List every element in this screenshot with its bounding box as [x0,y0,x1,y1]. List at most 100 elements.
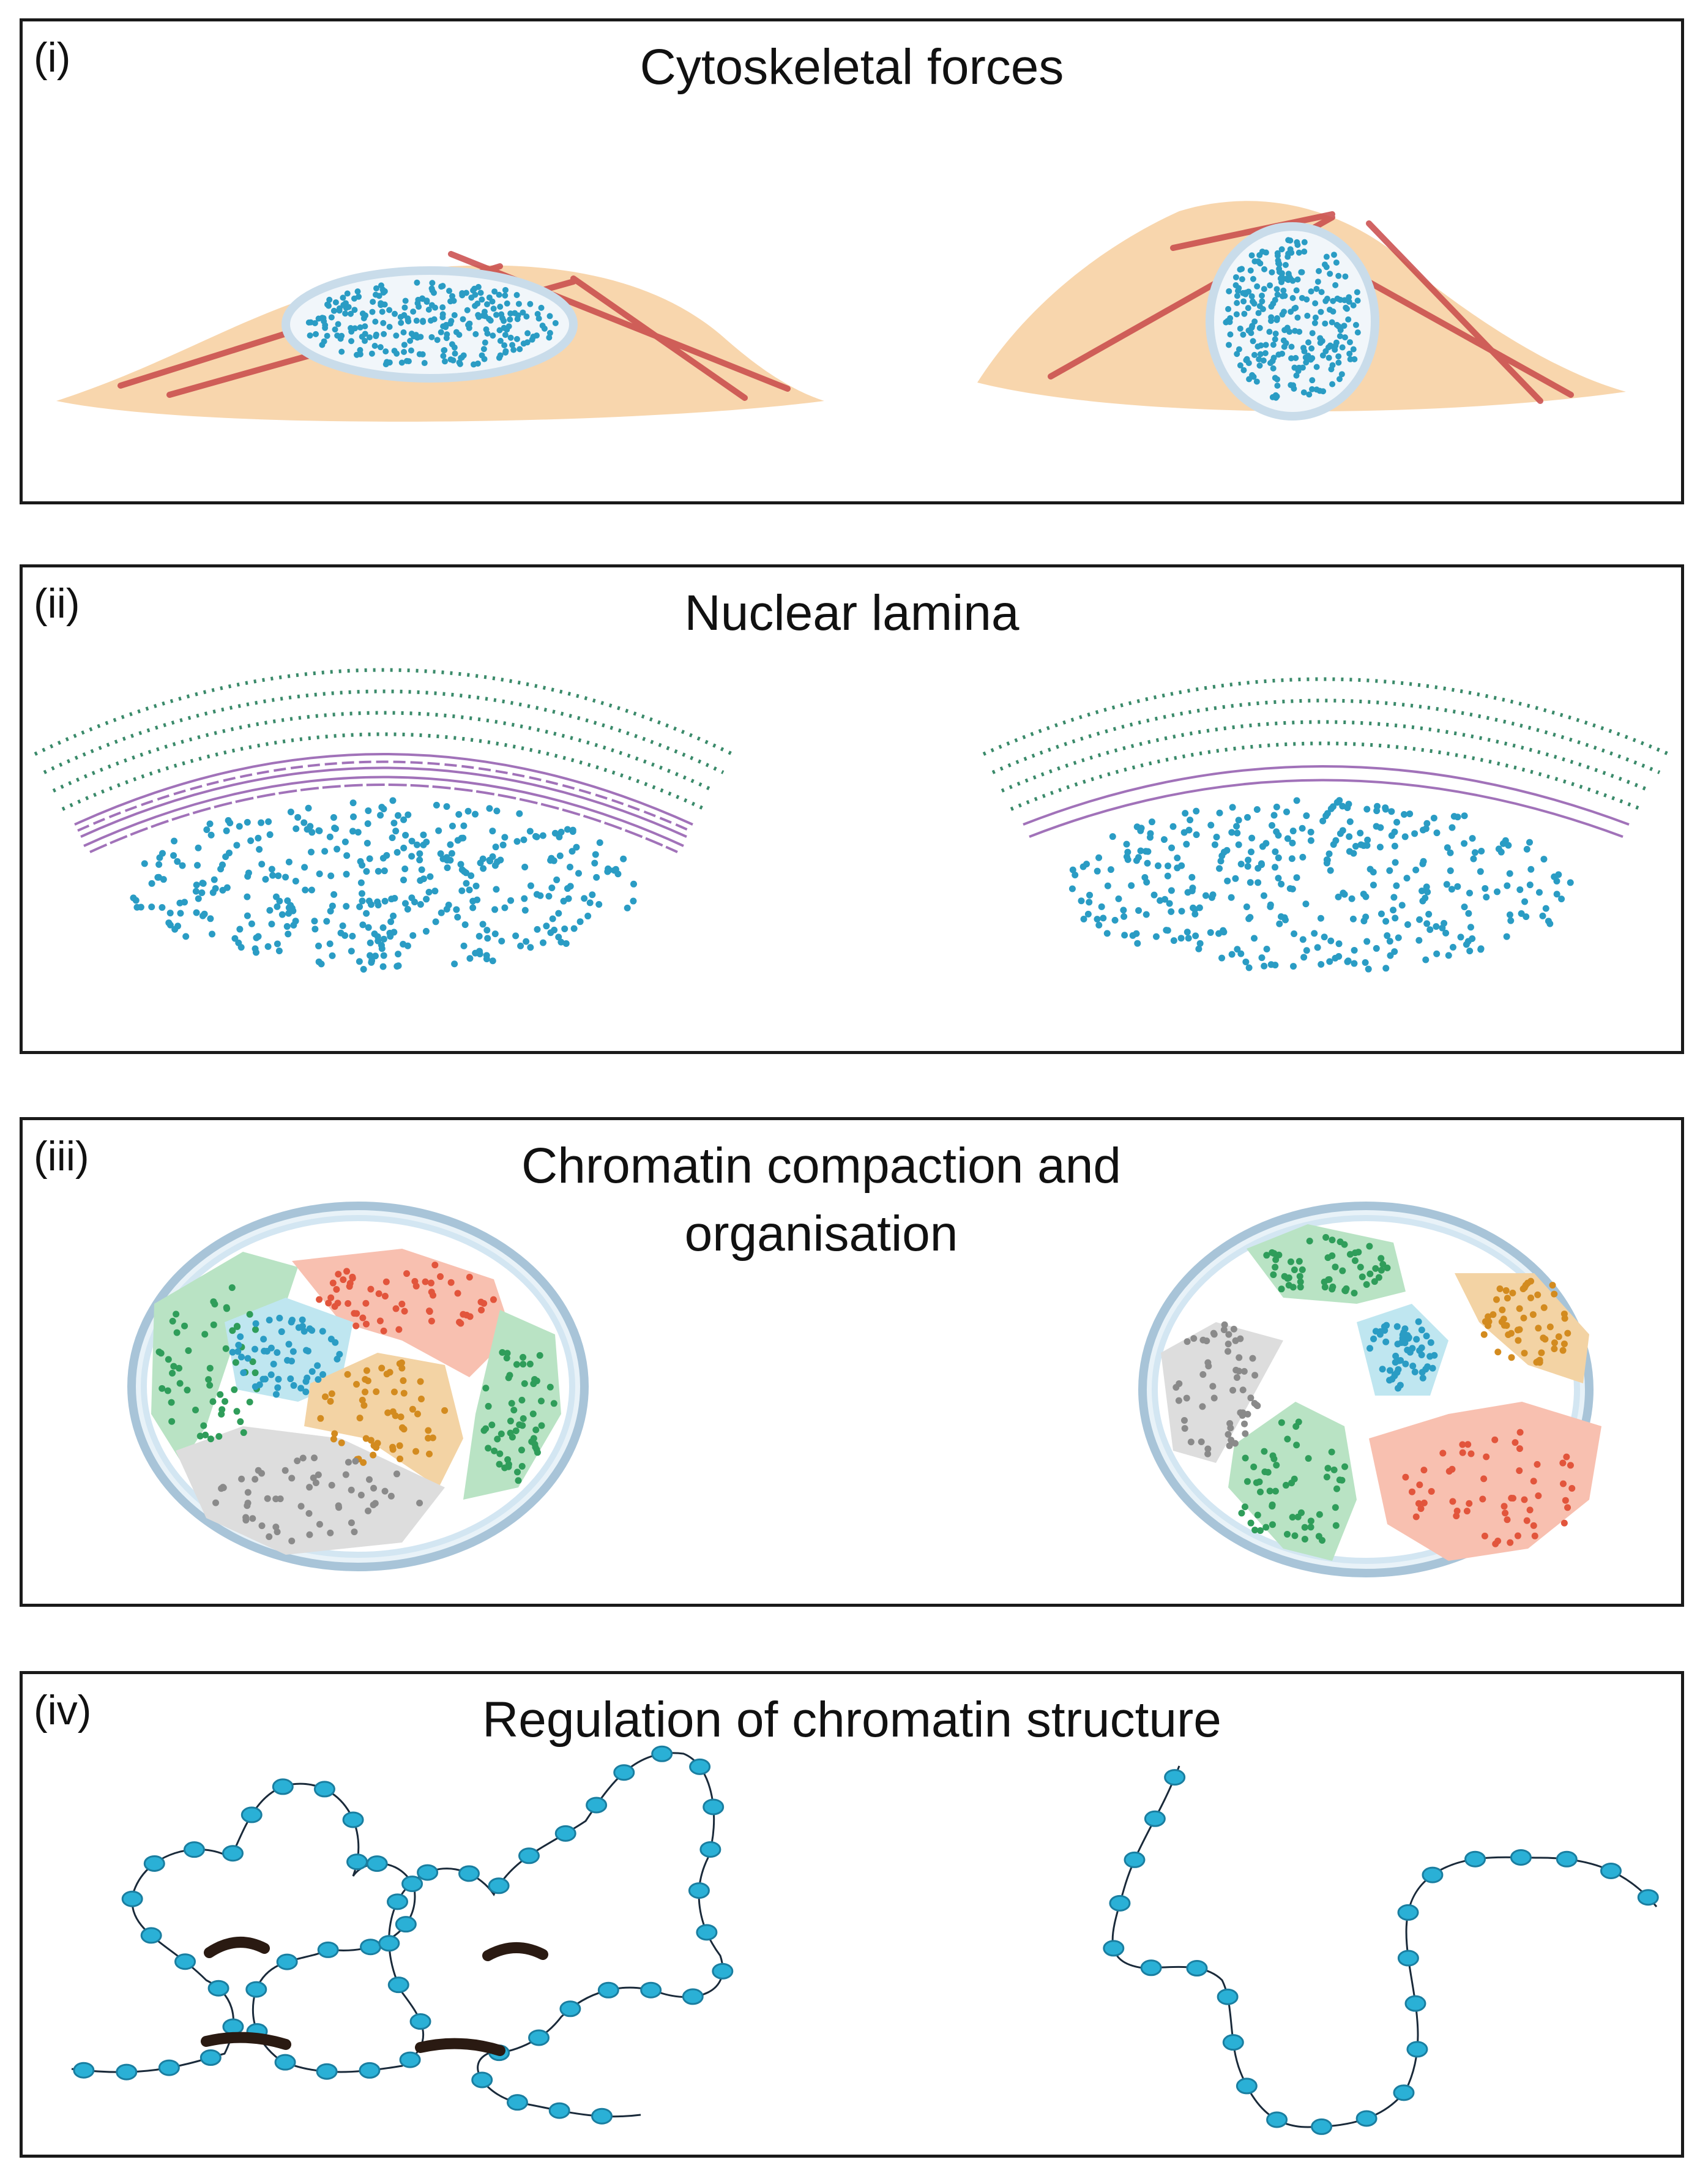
chromatin-dot [1560,1341,1568,1348]
chromatin-dot [1220,929,1228,936]
chromatin-dot [430,1292,437,1299]
chromatin-dot [527,944,534,951]
chromatin-dot [447,320,454,327]
chromatin-dot [343,852,351,859]
chromatin-dot [194,862,201,869]
chromatin-dot [351,307,358,313]
chromatin-dot [223,827,230,834]
chromatin-dot [429,280,436,286]
nucleosome [1266,2111,1288,2128]
chromatin-dot [1273,315,1280,321]
chromatin-dot [324,332,330,339]
nucleosome [682,1988,704,2005]
chromatin-dot [1461,840,1468,847]
chromatin-dot [1545,918,1552,925]
chromatin-dot [315,1471,322,1478]
chromatin-dot [1415,1318,1422,1325]
chromatin-dot [155,861,163,868]
chromatin-dot [1301,1524,1308,1531]
chromatin-dot [1403,875,1411,882]
chromatin-dot [1362,959,1369,967]
chromatin-dot [1355,1249,1362,1256]
nucleosome [1393,2084,1415,2101]
chromatin-dot [1406,810,1414,818]
chromatin-dot [401,900,409,907]
chromatin-dot [219,886,226,894]
chromatin-dot [1324,810,1331,817]
chromatin-dot [1210,1331,1218,1338]
chromatin-dot [1304,312,1311,319]
chromatin-dot [371,952,379,960]
chromatin-dot [397,1413,404,1421]
chromatin-dot [397,1455,404,1462]
chromatin-dot [259,1375,267,1383]
chromatin-dot [1515,1337,1522,1344]
chromatin-dot [504,1350,511,1357]
chromatin-dot [1328,1448,1335,1456]
chromatin-dot [463,880,470,887]
chromatin-dot [226,819,234,826]
chromatin [1068,797,1574,973]
chromatin-dot [497,304,504,310]
chromatin-dot [1272,1263,1279,1271]
chromatin-dot [266,831,274,839]
chromatin-dot [349,799,357,807]
chromatin-dot [1225,1331,1232,1338]
chromatin-dot [1450,813,1458,820]
chromatin-dot [498,1430,505,1438]
chromatin-dot [454,837,461,844]
chromatin-dot [1397,1356,1404,1364]
chromatin-dot [423,896,430,903]
chromatin-dot [1195,945,1202,952]
chromatin-dot [1481,1532,1488,1539]
chromatin-dot [171,837,178,845]
chromatin-dot [389,1446,397,1453]
chromatin-dot [358,890,365,897]
chromatin-dot [274,1384,281,1391]
chromatin-dot [512,1427,520,1434]
chromatin-dot [1506,911,1513,919]
chromatin-dot [503,1355,510,1362]
chromatin-dot [426,1450,433,1457]
chromatin-dot [1329,1283,1337,1290]
chromatin-dot [1393,882,1400,889]
chromatin-dot [1378,910,1385,918]
chromatin-dot [1069,866,1076,873]
chromatin-dot [148,903,155,911]
chromatin-dot [1247,267,1254,274]
chromatin-dot [1467,1450,1475,1457]
chromatin-dot [312,1479,319,1487]
chromatin-dot [1372,1265,1379,1272]
chromatin-dot [1391,842,1398,850]
nucleosome [346,1853,368,1871]
nucleosome [1637,1889,1659,1906]
chromatin-dot [168,1418,176,1425]
chromatin-dot [431,316,438,323]
chromatin-dot [1558,896,1565,903]
nucleosome [222,2018,244,2035]
chromatin-dot [233,842,240,849]
chromatin-dot [1316,267,1322,274]
chromatin-dot [413,317,420,324]
chromatin-dot [384,359,390,365]
chromatin-dot [595,900,603,908]
chromatin-dot [362,323,368,330]
chromatin-dot [404,811,412,818]
chromatin-dot [308,886,315,894]
nucleosome [488,1877,510,1894]
chromatin-dot [1258,342,1264,349]
chromatin-dot [1205,1363,1212,1370]
chromatin-dot [437,1273,444,1281]
chromatin-dot [362,337,368,344]
chromatin-dot [158,1385,166,1392]
chromatin-dot [1366,1243,1373,1250]
chromatin-dot [557,938,565,946]
chromatin-dot [1535,1492,1542,1500]
chromatin-dot [1540,1304,1548,1311]
chromatin-dot [493,807,501,815]
chromatin-dot [475,948,483,955]
chromatin-dot [1237,950,1245,957]
chromatin-dot [1256,362,1263,369]
chromatin-dot [1307,837,1314,844]
chromatin-dot [1285,237,1292,244]
